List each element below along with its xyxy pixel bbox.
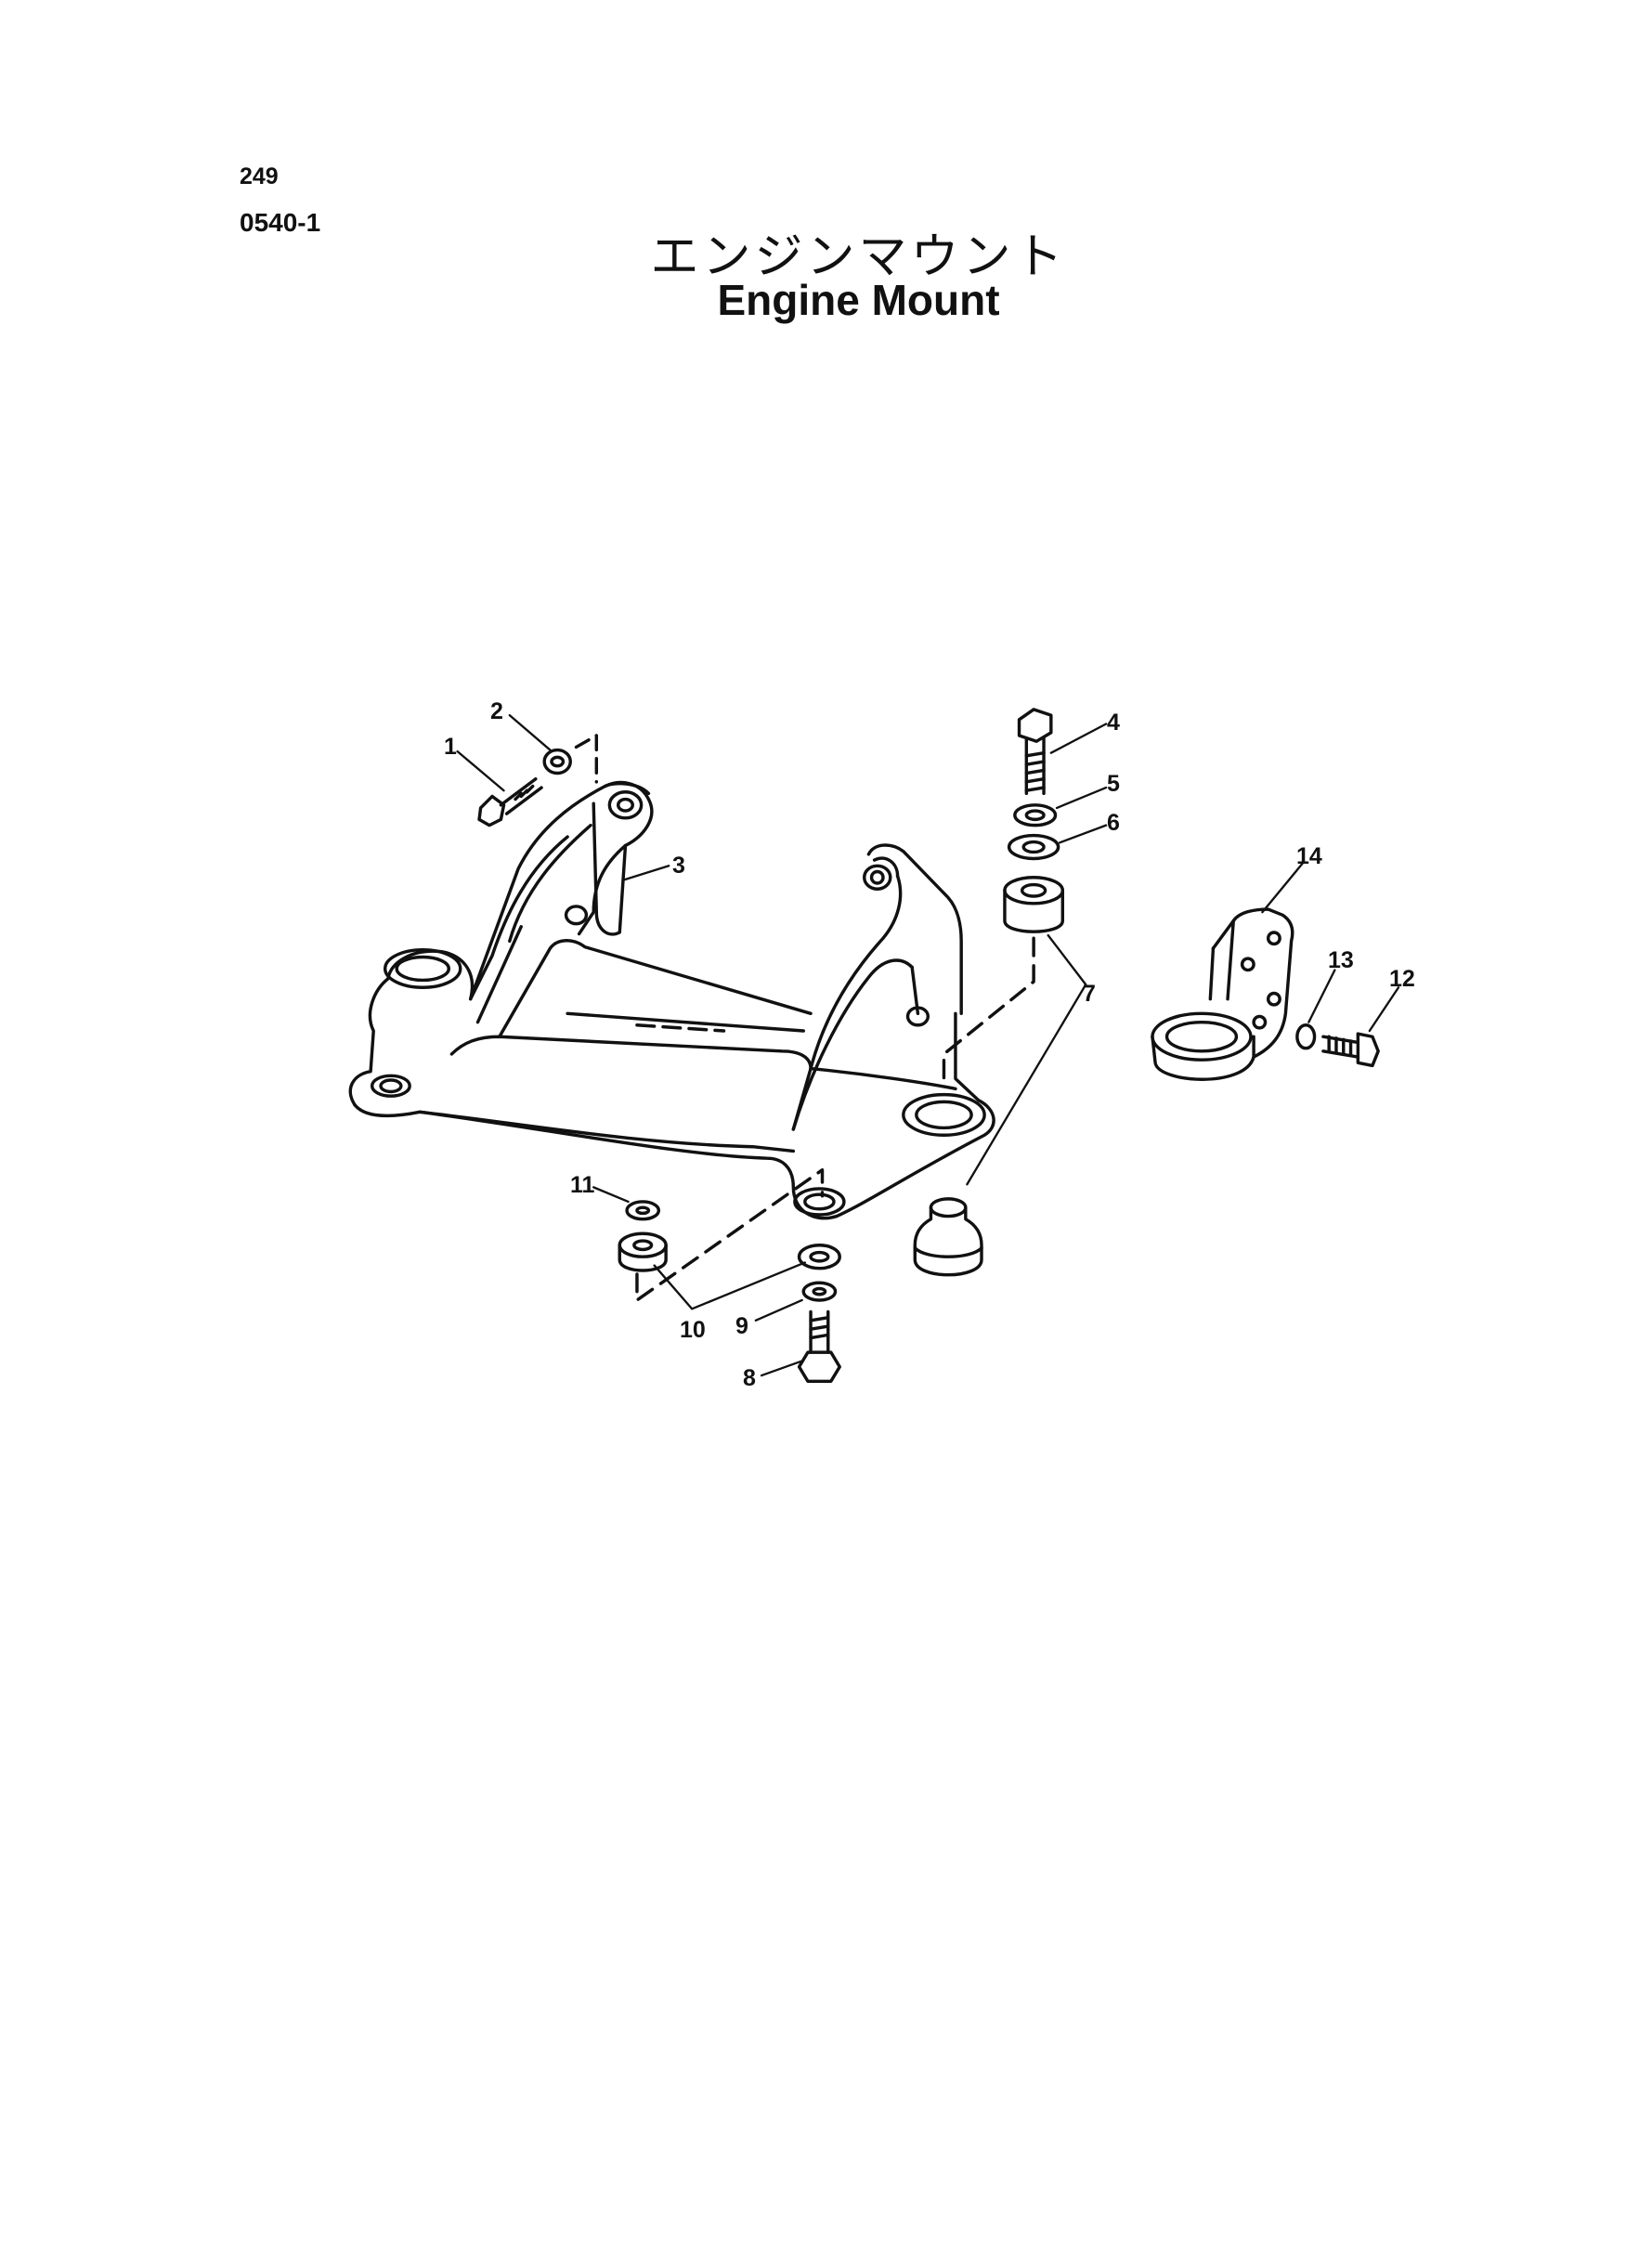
callout-2: 2 bbox=[490, 698, 503, 724]
callout-12: 12 bbox=[1389, 966, 1415, 992]
page-number: 249 bbox=[240, 163, 279, 189]
callout-11: 11 bbox=[570, 1172, 595, 1198]
callout-4: 4 bbox=[1107, 710, 1120, 736]
part-2-bushing bbox=[542, 748, 572, 775]
part-10-lower-plate bbox=[797, 1244, 841, 1270]
part-7-upper-rubber-mount bbox=[1003, 876, 1065, 933]
part-10-rubber-mount bbox=[618, 1231, 668, 1272]
figure-code: 0540-1 bbox=[240, 208, 321, 237]
part-6-washer bbox=[1007, 833, 1060, 861]
title-english: Engine Mount bbox=[717, 276, 1000, 324]
part-8-bolt bbox=[797, 1309, 841, 1384]
part-9-washer bbox=[801, 1281, 838, 1302]
engine-mount-frame bbox=[348, 780, 995, 1220]
callout-6: 6 bbox=[1107, 810, 1120, 836]
callout-1: 1 bbox=[444, 734, 457, 760]
callout-14: 14 bbox=[1296, 843, 1322, 869]
part-11-washer bbox=[625, 1200, 661, 1221]
frame-mount-holes bbox=[370, 790, 986, 1217]
part-1-bolt bbox=[477, 777, 543, 827]
callout-7: 7 bbox=[1083, 981, 1096, 1007]
callout-3: 3 bbox=[672, 853, 685, 879]
title-japanese: エンジンマウント bbox=[650, 229, 1067, 285]
callout-labels: 1 2 3 4 5 6 7 8 9 10 11 12 13 14 bbox=[444, 698, 1415, 1391]
callout-13: 13 bbox=[1328, 947, 1354, 973]
part-12-bolt bbox=[1321, 1032, 1380, 1068]
callout-9: 9 bbox=[735, 1313, 748, 1339]
part-5-washer bbox=[1013, 803, 1058, 827]
callout-8: 8 bbox=[743, 1365, 756, 1391]
callout-5: 5 bbox=[1107, 771, 1120, 797]
part-14-bracket bbox=[1151, 907, 1294, 1081]
part-7-lower-rubber-mount bbox=[913, 1197, 983, 1277]
part-13-washer bbox=[1295, 1023, 1317, 1050]
callout-10: 10 bbox=[680, 1317, 706, 1343]
part-4-bolt bbox=[1017, 708, 1053, 796]
